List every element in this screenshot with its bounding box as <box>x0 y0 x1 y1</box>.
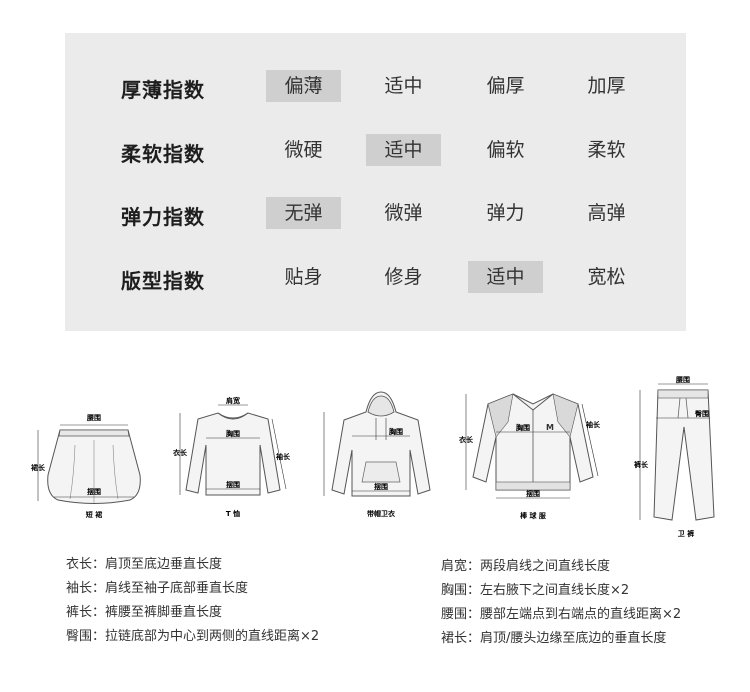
option-selected: 无弹 <box>266 197 341 229</box>
garment-diagrams: 腰围 裙长 摆围 短 裙 肩宽 胸围 衣长 袖长 摆围 T 恤 胸围 摆围 带帽… <box>0 360 750 538</box>
option: 加厚 <box>587 75 626 97</box>
jacket-hem-label: 摆围 <box>526 489 540 498</box>
option-selected: 适中 <box>468 261 543 293</box>
jacket-body-label: 衣长 <box>459 435 474 444</box>
jacket-diagram: M 胸围 衣长 袖长 摆围 棒 球 服 <box>459 393 601 520</box>
option-selected: 偏薄 <box>266 70 341 102</box>
definition-item: 裤长：裤腰至裤脚垂直长度 <box>66 605 223 620</box>
definition-item: 腰围：腰部左端点到右端点的直线距离×2 <box>441 607 682 622</box>
jacket-sleeve-label: 袖长 <box>585 420 601 429</box>
definition-item: 肩宽：两段肩线之间直线长度 <box>441 559 611 574</box>
pants-hip-label: 臀围 <box>695 409 709 418</box>
option: 微硬 <box>284 139 323 161</box>
skirt-diagram: 腰围 裙长 摆围 短 裙 <box>30 413 141 519</box>
definitions-left: 衣长：肩顶至底边垂直长度 袖长：肩线至袖子底部垂直长度 裤长：裤腰至裤脚垂直长度… <box>66 553 319 649</box>
hoodie-chest-label: 胸围 <box>389 427 403 436</box>
jacket-caption: 棒 球 服 <box>520 511 547 520</box>
svg-text:M: M <box>546 423 554 432</box>
option: 高弹 <box>587 202 626 224</box>
definitions-right: 肩宽：两段肩线之间直线长度 胸围：左右腋下之间直线长度×2 腰围：腰部左端点到右… <box>441 555 681 651</box>
jacket-chest-label: 胸围 <box>516 423 530 432</box>
option: 柔软 <box>587 139 626 161</box>
skirt-waist-label: 腰围 <box>86 413 101 422</box>
pants-caption: 卫 裤 <box>678 529 694 538</box>
skirt-hem-label: 摆围 <box>87 487 101 496</box>
tshirt-diagram: 肩宽 胸围 衣长 袖长 摆围 T 恤 <box>173 396 291 518</box>
elasticity-row: 弹力指数 无弹 微弹 弹力 高弹 <box>65 195 686 235</box>
option: 弹力 <box>486 202 525 224</box>
definition-item: 胸围：左右腋下之间直线长度×2 <box>441 583 630 598</box>
option: 宽松 <box>587 266 626 288</box>
pants-length-label: 裤长 <box>633 460 649 469</box>
tshirt-shoulder-label: 肩宽 <box>225 396 240 405</box>
skirt-length-label: 裙长 <box>30 463 46 472</box>
hoodie-caption: 带帽卫衣 <box>367 509 396 518</box>
fit-row: 版型指数 贴身 修身 适中 宽松 <box>65 259 686 299</box>
definition-item: 袖长：肩线至袖子底部垂直长度 <box>66 581 249 596</box>
hoodie-hem-label: 摆围 <box>374 482 388 491</box>
option: 偏软 <box>486 139 525 161</box>
option: 修身 <box>384 266 423 288</box>
tshirt-caption: T 恤 <box>226 509 240 518</box>
row-label: 版型指数 <box>121 269 205 293</box>
definition-item: 裙长：肩顶/腰头边缘至底边的垂直长度 <box>441 631 667 646</box>
skirt-caption: 短 裙 <box>86 510 102 519</box>
row-label: 厚薄指数 <box>121 78 205 102</box>
thickness-row: 厚薄指数 偏薄 适中 偏厚 加厚 <box>65 68 686 108</box>
definition-item: 臀围：拉链底部为中心到两侧的直线距离×2 <box>66 629 320 644</box>
hoodie-diagram: 胸围 摆围 带帽卫衣 <box>323 391 431 518</box>
tshirt-hem-label: 摆围 <box>226 480 240 489</box>
definition-item: 衣长：肩顶至底边垂直长度 <box>66 557 223 572</box>
pants-waist-label: 腰围 <box>675 375 690 384</box>
pants-diagram: 腰围 臀围 裤长 卫 裤 <box>633 375 715 538</box>
softness-row: 柔软指数 微硬 适中 偏软 柔软 <box>65 132 686 172</box>
tshirt-sleeve-label: 袖长 <box>275 452 291 461</box>
option: 偏厚 <box>486 75 525 97</box>
option: 贴身 <box>284 266 323 288</box>
option-selected: 适中 <box>366 134 441 166</box>
option: 微弹 <box>384 202 423 224</box>
tshirt-chest-label: 胸围 <box>226 429 240 438</box>
fabric-index-panel: 厚薄指数 偏薄 适中 偏厚 加厚 柔软指数 微硬 适中 偏软 柔软 弹力指数 无… <box>65 33 686 331</box>
tshirt-body-label: 衣长 <box>173 448 188 457</box>
row-label: 柔软指数 <box>121 142 205 166</box>
row-label: 弹力指数 <box>121 205 205 229</box>
option: 适中 <box>384 75 423 97</box>
